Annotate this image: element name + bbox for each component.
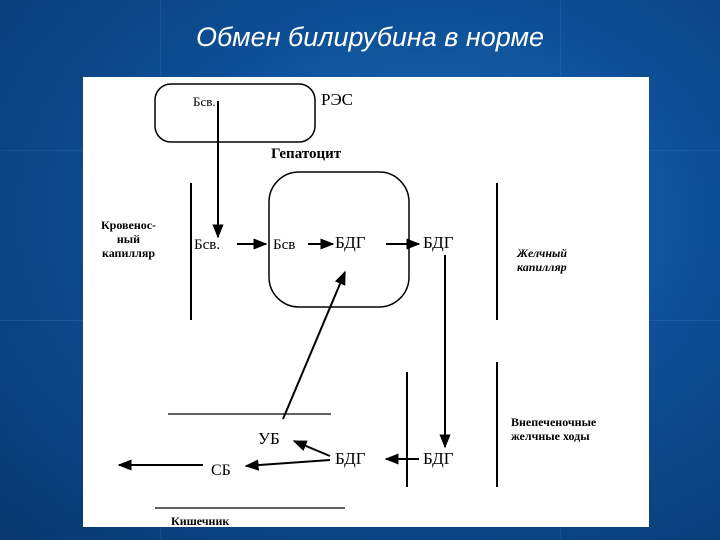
label-bdg-1: БДГ — [335, 233, 366, 252]
label-extrahepatic-line2: желчные ходы — [511, 429, 590, 443]
label-sb: СБ — [211, 462, 231, 479]
label-extrahepatic-line1: Внепеченочные — [511, 415, 597, 429]
arrow-bdg-to-ub — [292, 440, 331, 457]
label-blood-capillary-line1: Кровенос- — [100, 218, 157, 232]
arrow-bdg-to-sb — [244, 459, 331, 471]
diagram-lines — [117, 83, 498, 509]
res-box — [154, 83, 316, 143]
label-extrahepatic-ducts: Внепеченочные желчные ходы — [511, 415, 596, 443]
label-bsv-left: Бсв. — [194, 237, 221, 253]
slide-title: Обмен билирубина в норме — [195, 22, 545, 52]
label-bile-capillary-line2: капилляр — [517, 260, 567, 274]
label-bsv-mid: Бсв — [273, 237, 296, 253]
label-bile-capillary: Желчный капилляр — [517, 246, 567, 274]
label-bsv-top: Бсв. — [193, 94, 216, 109]
label-blood-capillary: Кровенос- ный капилляр — [86, 218, 171, 260]
label-bdg-3: БДГ — [335, 449, 366, 468]
label-blood-capillary-line3: капилляр — [101, 246, 156, 260]
label-bdg-4: БДГ — [423, 449, 454, 468]
label-bile-capillary-line1: Желчный — [517, 246, 568, 260]
label-res: РЭС — [321, 90, 354, 109]
diagram-panel: Бсв. РЭС Гепатоцит Кровенос- ный капилля… — [83, 77, 649, 528]
label-bdg-2: БДГ — [423, 233, 454, 252]
label-hepatocyte: Гепатоцит — [271, 146, 342, 162]
label-ub: УБ — [258, 429, 280, 448]
arrow-ub-to-hepatocyte — [282, 270, 346, 420]
label-blood-capillary-line2: ный — [116, 232, 141, 246]
label-intestine: Кишечник — [171, 514, 230, 528]
